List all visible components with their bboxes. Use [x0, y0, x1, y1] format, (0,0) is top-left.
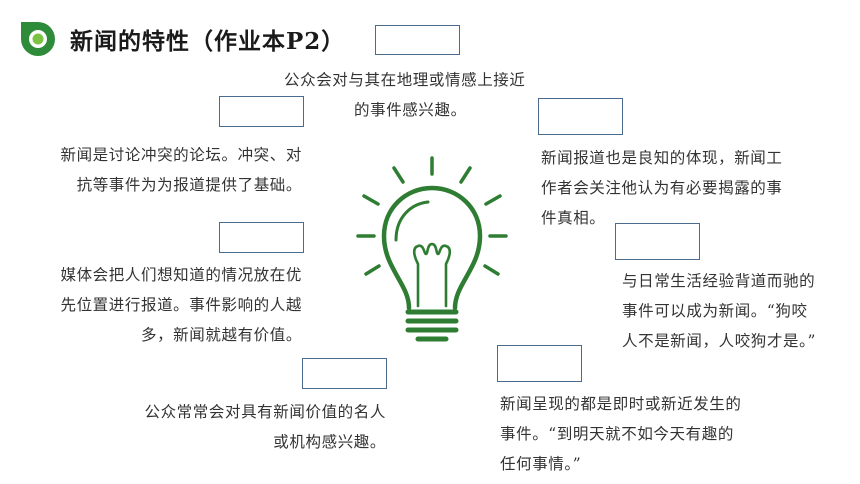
answer-box-unusualness[interactable]: [615, 223, 700, 260]
answer-box-impact[interactable]: [219, 222, 304, 253]
text-unusualness: 与日常生活经验背道而驰的 事件可以成为新闻。“狗咬 人不是新闻，人咬狗才是。”: [622, 272, 816, 350]
text-conscience: 新闻报道也是良知的体现，新闻工 作者会关注他认为有必要揭露的事 件真相。: [541, 149, 783, 227]
light-bulb-icon: [356, 156, 508, 342]
green-circle-logo-icon: [21, 22, 55, 56]
answer-box-timeliness[interactable]: [497, 345, 582, 382]
answer-box-title[interactable]: [375, 25, 460, 55]
text-conflict: 新闻是讨论冲突的论坛。冲突、对 抗等事件为为报道提供了基础。: [60, 146, 302, 194]
text-impact: 媒体会把人们想知道的情况放在优 先位置进行报道。事件影响的人越 多，新闻就越有价…: [60, 266, 302, 344]
answer-box-prominence[interactable]: [302, 358, 387, 389]
answer-box-conscience[interactable]: [538, 98, 623, 135]
answer-box-conflict[interactable]: [219, 96, 304, 127]
text-prominence: 公众常常会对具有新闻价值的名人 或机构感兴趣。: [144, 403, 386, 451]
text-proximity: 公众会对与其在地理或情感上接近 的事件感兴趣。: [284, 71, 526, 119]
text-timeliness: 新闻呈现的都是即时或新近发生的 事件。“到明天就不如今天有趣的 任何事情。”: [500, 395, 742, 473]
page-title: 新闻的特性（作业本P2）: [70, 28, 346, 55]
